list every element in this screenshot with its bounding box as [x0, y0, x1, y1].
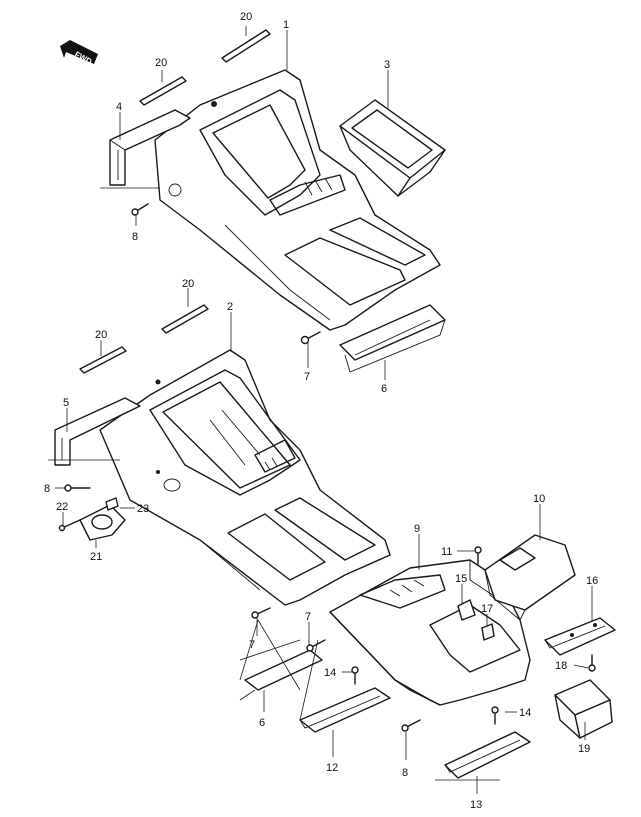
callout-8b: 8: [44, 483, 50, 495]
ring-21: [79, 504, 126, 541]
callout-14a: 14: [324, 667, 336, 679]
callout-10: 10: [533, 493, 545, 505]
callout-7a: 7: [304, 371, 310, 383]
callout-13: 13: [470, 799, 482, 811]
trim-strip-20-top: [221, 29, 271, 63]
tray-3: [339, 99, 446, 197]
upper-console-1: [154, 69, 441, 331]
callout-1: 1: [283, 19, 289, 31]
bracket-12: [299, 687, 391, 733]
rear-console-9: [329, 559, 531, 706]
callout-9: 9: [414, 523, 420, 535]
callout-8a: 8: [132, 231, 138, 243]
callout-3: 3: [384, 59, 390, 71]
callout-20d: 20: [95, 329, 107, 341]
screw-11: [474, 546, 482, 565]
callout-23: 23: [137, 503, 149, 515]
lower-console-2: [99, 349, 391, 606]
knob-15: [457, 599, 476, 621]
callout-17: 17: [481, 603, 493, 615]
callout-7c: 7: [305, 611, 311, 623]
ashtray-19: [554, 679, 613, 739]
trim-strip-20-upper-left: [139, 76, 187, 106]
callout-6b: 6: [259, 717, 265, 729]
callout-12: 12: [326, 762, 338, 774]
callout-11: 11: [441, 546, 452, 558]
callout-18: 18: [555, 660, 567, 672]
bracket-13: [435, 731, 531, 781]
callout-14b: 14: [519, 707, 531, 719]
callout-22: 22: [56, 501, 68, 513]
callout-5: 5: [63, 397, 69, 409]
bracket-4: [100, 109, 191, 189]
screw-7-upper: [300, 331, 321, 345]
screw-18: [588, 654, 596, 672]
screw-8-mid: [64, 484, 91, 492]
bracket-16: [544, 617, 616, 656]
callout-19: 19: [578, 743, 590, 755]
callout-labels: 20 1 20 3 4 8 20 2 20 7 6 5 8 22 23 21 9…: [44, 11, 598, 811]
callout-6a: 6: [381, 383, 387, 395]
trim-strip-20-left: [79, 346, 127, 374]
callout-16: 16: [586, 575, 598, 587]
screw-8-upper: [131, 203, 149, 216]
bracket-5: [48, 397, 141, 466]
bracket-6-upper: [339, 304, 446, 373]
trim-strip-20-mid: [161, 304, 209, 334]
screw-7-lower-left: [251, 607, 271, 619]
leader-lines: [55, 26, 593, 794]
screw-8-lower: [401, 719, 421, 732]
callout-4: 4: [116, 101, 122, 113]
screw-14-right: [491, 706, 499, 725]
forward-arrow-icon: FWD: [60, 40, 98, 66]
callout-2: 2: [227, 301, 233, 313]
callout-15: 15: [455, 573, 467, 585]
callout-7b: 7: [249, 639, 255, 651]
screw-22: [58, 519, 81, 532]
lid-10: [484, 534, 576, 621]
screw-14-left: [351, 666, 359, 685]
clip-23: [105, 497, 119, 511]
callout-20c: 20: [182, 278, 194, 290]
clip-17: [481, 623, 495, 641]
callout-20b: 20: [155, 57, 167, 69]
callout-20a: 20: [240, 11, 252, 23]
callout-21: 21: [90, 551, 102, 563]
bracket-6-lower: [239, 639, 323, 701]
callout-8c: 8: [402, 767, 408, 779]
